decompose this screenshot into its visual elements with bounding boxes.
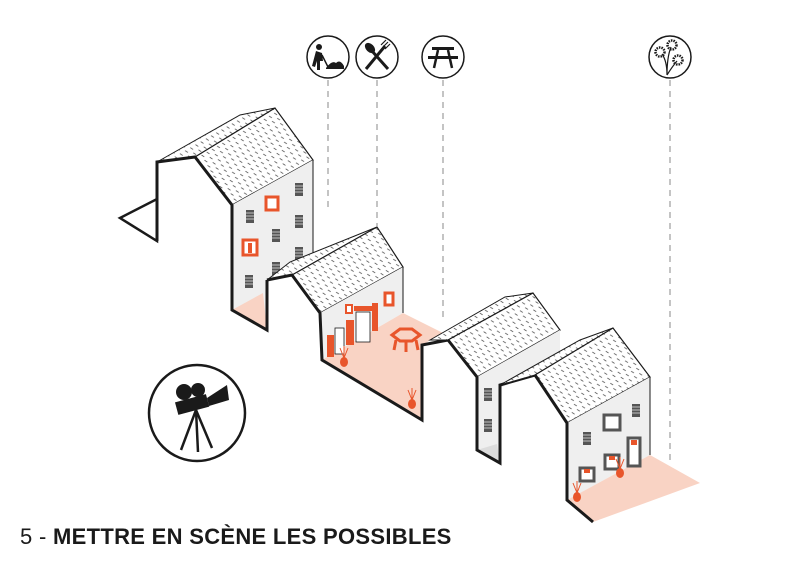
building-2: [266, 226, 449, 423]
picnic-table-drawing: [389, 327, 423, 352]
picnic-table-icon: [421, 35, 465, 79]
figure-caption: 5 - METTRE EN SCÈNE LES POSSIBLES: [20, 524, 452, 550]
building-1: [117, 107, 314, 333]
caption-title: METTRE EN SCÈNE LES POSSIBLES: [53, 524, 452, 549]
flowers-icon: [648, 35, 692, 79]
film-camera-icon: [147, 363, 247, 463]
plant-pot: [339, 346, 417, 409]
guide-lines: [327, 80, 671, 460]
worker-digging-icon: [306, 35, 350, 79]
caption-number: 5 -: [20, 524, 53, 549]
fork-spoon-icon: [355, 35, 399, 79]
building-4: [499, 327, 700, 524]
plant-pot: [572, 457, 625, 502]
